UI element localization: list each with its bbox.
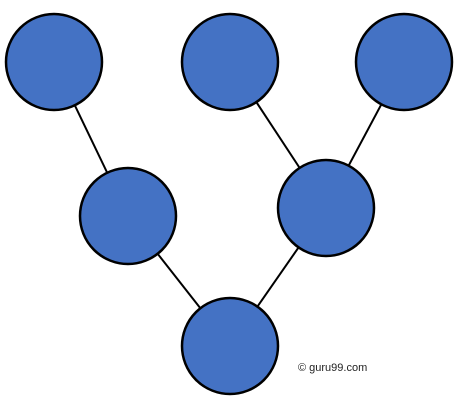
node-n1 (4, 12, 104, 112)
node-n6 (180, 296, 280, 396)
node-n2 (180, 12, 280, 112)
node-n5 (276, 158, 376, 258)
nodes-group (4, 12, 454, 396)
watermark: © guru99.com (298, 362, 368, 374)
node-n4 (78, 166, 178, 266)
node-n3 (354, 12, 454, 112)
